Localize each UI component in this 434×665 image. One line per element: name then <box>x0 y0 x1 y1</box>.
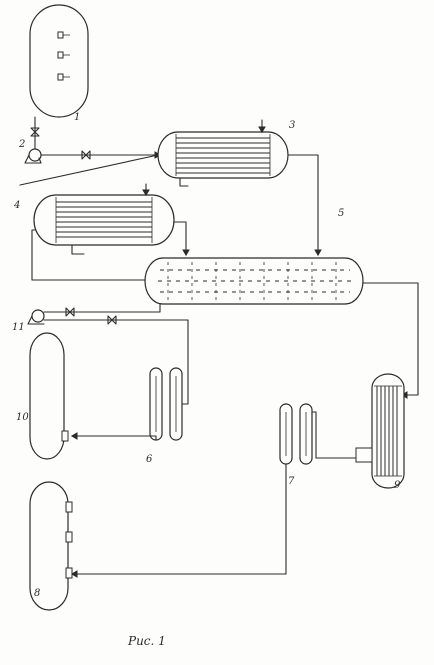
tank-1 <box>29 4 89 118</box>
pipe-hx3-to-column <box>287 154 322 257</box>
label-hx-4: 4 <box>13 200 20 211</box>
pipe-hx9-to-coil7 <box>315 411 357 459</box>
valve-pump-line <box>81 150 91 160</box>
heat-exchanger-3 <box>157 119 289 187</box>
valve-tank1-outlet <box>30 127 40 137</box>
label-coil-7: 7 <box>288 476 295 487</box>
valve-pump11-line <box>107 315 117 325</box>
label-coil-6: 6 <box>146 454 153 465</box>
pipe-column-to-hx9 <box>362 282 419 399</box>
pump-2 <box>24 148 42 164</box>
pipe-hx3-to-hx4 <box>19 154 159 186</box>
pipe-coil7-to-tank8 <box>70 463 287 578</box>
coil-7 <box>279 403 317 465</box>
pipe-column-to-hx4 <box>31 229 146 281</box>
label-pump-2: 2 <box>18 139 25 150</box>
tank-10 <box>29 332 69 460</box>
valve-column-bottom <box>65 307 75 317</box>
pipe-pump11-to-coil6 <box>43 319 189 369</box>
pipe-coil6-to-tank10 <box>70 432 157 441</box>
label-hx-3: 3 <box>289 120 295 131</box>
pipe-hx4-to-column <box>173 221 190 257</box>
label-tank-10: 10 <box>16 412 29 423</box>
condenser-9 <box>355 373 405 489</box>
pump-11 <box>27 309 45 325</box>
pipe-column-bottom <box>43 303 161 313</box>
heat-exchanger-4 <box>33 183 175 255</box>
figure-caption: Рис. 1 <box>127 634 166 648</box>
tank-8 <box>29 481 73 611</box>
label-condenser-9: 9 <box>394 480 401 491</box>
column-5 <box>144 257 364 305</box>
label-tank-8: 8 <box>34 588 40 599</box>
label-pump-11: 11 <box>12 322 25 333</box>
label-tank-1: 1 <box>74 112 80 123</box>
label-column-5: 5 <box>338 208 344 219</box>
coil-6 <box>149 367 189 441</box>
